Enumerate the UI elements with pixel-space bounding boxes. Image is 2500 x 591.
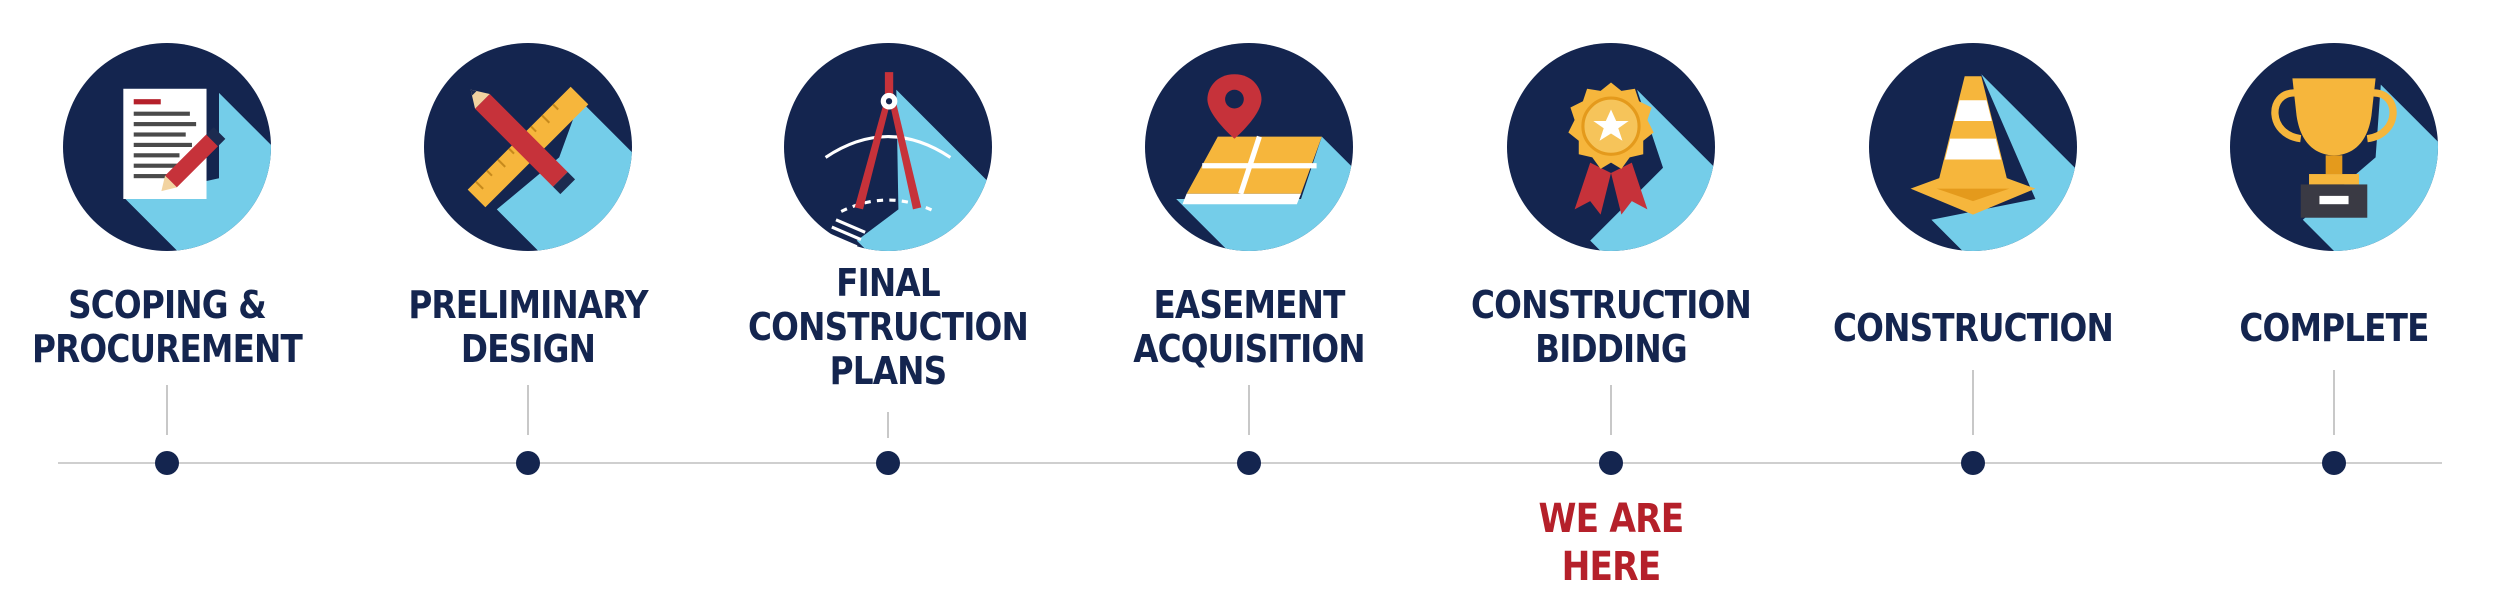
ruler-pencil-icon — [424, 43, 632, 251]
timeline-node — [516, 451, 540, 475]
step-scoping-procurement: SCOPING & PROCUREMENT — [0, 0, 347, 573]
step-label: EASEMENT ACQUISITION — [1133, 283, 1365, 371]
step-complete: COMPLETE — [2154, 0, 2500, 573]
step-preliminary-design: PRELIMINARY DESIGN — [348, 0, 708, 573]
traffic-cone-icon — [1869, 43, 2077, 251]
step-label: CONSTRUCTION — [1833, 306, 2114, 350]
map-pin-icon — [1145, 43, 1353, 251]
step-tick — [887, 412, 889, 438]
document-pencil-icon — [63, 43, 271, 251]
step-tick — [1610, 385, 1612, 435]
step-label: COMPLETE — [2239, 306, 2429, 350]
timeline-node — [2322, 451, 2346, 475]
timeline-node — [876, 451, 900, 475]
step-construction-bidding: CONSTRUCTION BIDDING — [1431, 0, 1791, 573]
trophy-icon — [2230, 43, 2438, 251]
timeline-node — [1237, 451, 1261, 475]
compass-drafting-icon — [784, 43, 992, 251]
timeline-node — [1599, 451, 1623, 475]
step-label: CONSTRUCTION BIDDING — [1471, 283, 1752, 371]
timeline-node — [1961, 451, 1985, 475]
timeline-node — [155, 451, 179, 475]
step-label: SCOPING & PROCUREMENT — [32, 283, 303, 371]
award-ribbon-icon — [1507, 43, 1715, 251]
step-tick — [166, 385, 168, 435]
step-final-construction-plans: FINAL CONSTRUCTION PLANS — [708, 0, 1068, 573]
step-tick — [1972, 370, 1974, 435]
we-are-here-marker: WE ARE HERE — [1538, 496, 1685, 590]
step-tick — [1248, 385, 1250, 435]
step-label: FINAL CONSTRUCTION PLANS — [748, 261, 1029, 393]
step-label: PRELIMINARY DESIGN — [408, 283, 648, 371]
step-tick — [527, 385, 529, 435]
step-construction: CONSTRUCTION — [1793, 0, 2153, 573]
step-tick — [2333, 370, 2335, 435]
step-easement-acquisition: EASEMENT ACQUISITION — [1069, 0, 1429, 573]
